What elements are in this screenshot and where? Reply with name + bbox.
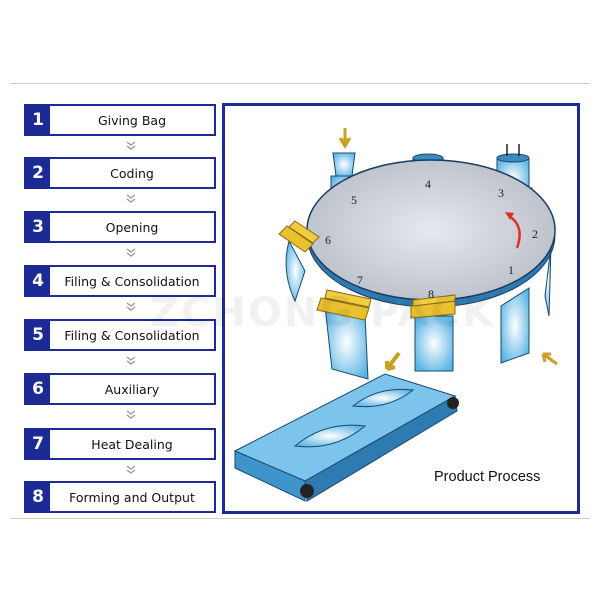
chevron-down-icon xyxy=(126,194,136,203)
step-number: 4 xyxy=(26,267,50,295)
step-number: 8 xyxy=(26,483,50,511)
chevron-down-icon xyxy=(126,410,136,419)
outer-frame xyxy=(10,83,590,519)
station-label: 8 xyxy=(428,287,434,301)
station-labels: 1 2 3 4 5 6 7 8 xyxy=(325,177,538,301)
step-8: 8 Forming and Output xyxy=(24,481,216,513)
rotary-machine-diagram: 1 2 3 4 5 6 7 8 xyxy=(233,128,558,502)
station-6-sealer xyxy=(278,220,320,303)
chevron-down-icon xyxy=(126,356,136,365)
step-4: 4 Filing & Consolidation xyxy=(24,265,216,297)
station-label: 3 xyxy=(498,186,504,200)
step-1: 1 Giving Bag xyxy=(24,104,216,136)
diagram-panel: 1 2 3 4 5 6 7 8 xyxy=(222,103,580,514)
step-label: Giving Bag xyxy=(97,112,167,128)
step-number: 2 xyxy=(26,159,50,187)
chevron-down-icon xyxy=(126,302,136,311)
watermark: ZCHONG PACK xyxy=(150,290,496,336)
step-label: Opening xyxy=(105,219,159,235)
step-label: Auxiliary xyxy=(104,381,160,397)
step-number: 5 xyxy=(26,321,50,349)
step-label: Forming and Output xyxy=(69,489,195,505)
step-number: 7 xyxy=(26,430,50,458)
station-8-former xyxy=(410,294,456,372)
step-number: 1 xyxy=(26,106,50,134)
step-number: 6 xyxy=(26,375,50,403)
step-label: Filing & Consolidation xyxy=(64,327,200,343)
station-label: 4 xyxy=(425,177,431,191)
station-label: 6 xyxy=(325,233,331,247)
step-label: Coding xyxy=(110,165,154,181)
station-1-bag-supply xyxy=(500,245,558,366)
step-label: Filing & Consolidation xyxy=(64,273,200,289)
station-label: 7 xyxy=(357,273,363,287)
turntable xyxy=(306,159,556,301)
step-7: 7 Heat Dealing xyxy=(24,428,216,460)
chevron-down-icon xyxy=(126,141,136,150)
output-arrow-icon xyxy=(385,351,401,371)
step-5: 5 Filing & Consolidation xyxy=(24,319,216,351)
step-2: 2 Coding xyxy=(24,157,216,189)
diagram-title: Product Process xyxy=(434,469,541,485)
rotation-arrowhead-icon xyxy=(505,212,514,220)
station-label: 5 xyxy=(351,193,357,207)
station-label: 1 xyxy=(508,263,514,277)
step-label: Heat Dealing xyxy=(91,436,173,452)
chevron-down-icon xyxy=(126,465,136,474)
output-conveyor xyxy=(233,373,459,502)
chevron-down-icon xyxy=(126,248,136,257)
step-number: 3 xyxy=(26,213,50,241)
station-7-heat-sealer xyxy=(316,289,372,380)
step-3: 3 Opening xyxy=(24,211,216,243)
station-label: 2 xyxy=(532,227,538,241)
rotation-arrow-icon xyxy=(508,214,521,249)
step-6: 6 Auxiliary xyxy=(24,373,216,405)
